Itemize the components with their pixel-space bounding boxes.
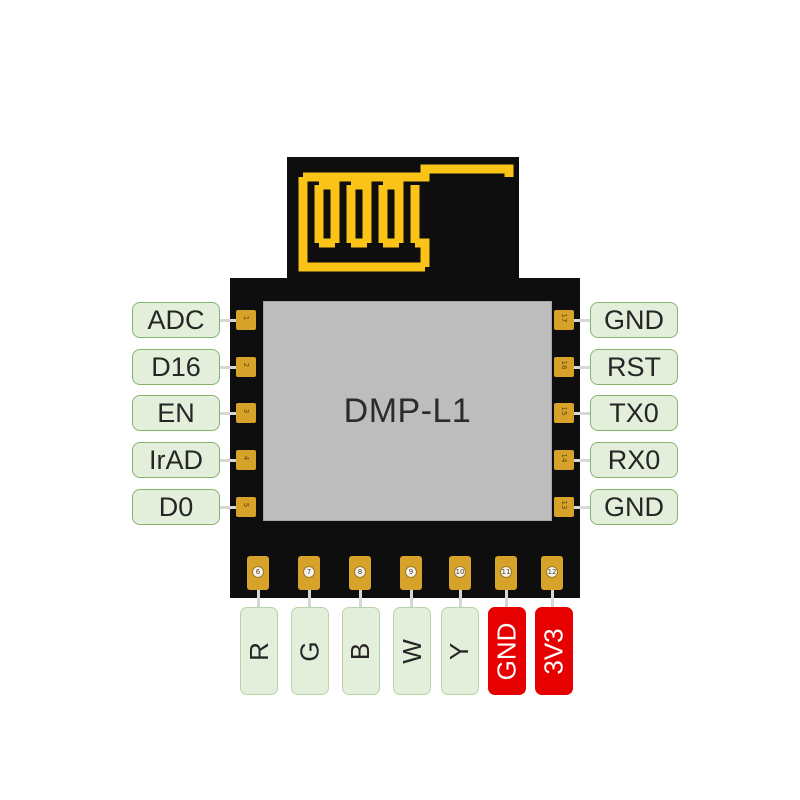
- pin-lead: [220, 412, 236, 415]
- pin-label-text: 3V3: [538, 627, 569, 675]
- pin-hole: [405, 566, 417, 578]
- pin-label-en: EN: [132, 395, 220, 431]
- pin-pad: 17: [554, 310, 574, 330]
- pin-pad: 2: [236, 357, 256, 377]
- pin-number: 6: [255, 568, 261, 576]
- pin-label-g: G: [291, 607, 329, 695]
- pin-number: 10: [455, 568, 465, 576]
- pin-label-d16: D16: [132, 349, 220, 385]
- pin-label-gnd-bottom: GND: [590, 489, 678, 525]
- pin-label-text: G: [294, 640, 325, 662]
- pin-lead: [220, 319, 236, 322]
- pin-label-text: EN: [157, 397, 195, 428]
- pin-hole: [354, 566, 366, 578]
- pin-number: 9: [408, 568, 414, 576]
- pin-label-text: GND: [491, 622, 522, 680]
- pin-pad: 14: [554, 450, 574, 470]
- pin-pad: 11: [495, 556, 517, 590]
- pin-lead: [410, 590, 413, 608]
- pin-pad: 15: [554, 403, 574, 423]
- pin-hole: [454, 566, 466, 578]
- antenna-meander-trace: [298, 164, 514, 272]
- pin-label-y: Y: [441, 607, 479, 695]
- pin-pad: 5: [236, 497, 256, 517]
- pin-number: 11: [501, 568, 511, 576]
- pin-number: 15: [560, 406, 568, 416]
- pin-hole: [252, 566, 264, 578]
- rf-shield: DMP-L1: [263, 301, 552, 521]
- pin-number: 14: [560, 453, 568, 463]
- pin-label-text: GND: [604, 491, 664, 522]
- pin-lead: [574, 506, 590, 509]
- pin-pad: 4: [236, 450, 256, 470]
- pin-hole: [546, 566, 558, 578]
- pin-label-text: TX0: [609, 397, 659, 428]
- pin-label-text: B: [345, 642, 376, 660]
- pin-label-adc: ADC: [132, 302, 220, 338]
- pin-number: 17: [560, 313, 568, 323]
- pin-number: 8: [357, 568, 363, 576]
- pin-pad: 8: [349, 556, 371, 590]
- pin-label-text: RX0: [607, 444, 661, 475]
- pin-lead: [359, 590, 362, 608]
- pin-label-text: D0: [158, 491, 194, 522]
- pin-number: 16: [560, 360, 568, 370]
- pin-number: 4: [242, 455, 250, 461]
- pin-number: 12: [547, 568, 557, 576]
- pin-lead: [574, 319, 590, 322]
- pin-label-w: W: [393, 607, 431, 695]
- pin-label-text: W: [396, 638, 427, 664]
- pin-hole: [303, 566, 315, 578]
- pcb-antenna-trace: [298, 164, 514, 272]
- pin-number: 13: [560, 500, 568, 510]
- pin-pad: 3: [236, 403, 256, 423]
- pin-label-text: GND: [604, 304, 664, 335]
- pin-label-text: ADC: [147, 304, 205, 335]
- pin-pad: 13: [554, 497, 574, 517]
- pin-label-text: Y: [444, 642, 475, 660]
- pin-number: 3: [242, 408, 250, 414]
- pin-lead: [574, 459, 590, 462]
- pin-number: 1: [242, 315, 250, 321]
- pin-number: 7: [306, 568, 312, 576]
- pin-label-gnd-top: GND: [590, 302, 678, 338]
- pin-lead: [574, 412, 590, 415]
- pin-pad: 12: [541, 556, 563, 590]
- pin-hole: [500, 566, 512, 578]
- pin-label-text: D16: [151, 351, 201, 382]
- pin-label-text: RST: [607, 351, 661, 382]
- pin-label-rx0: RX0: [590, 442, 678, 478]
- pin-lead: [308, 590, 311, 608]
- pin-pad: 1: [236, 310, 256, 330]
- pin-pad: 9: [400, 556, 422, 590]
- pin-lead: [459, 590, 462, 608]
- pin-pad: 10: [449, 556, 471, 590]
- pin-lead: [220, 459, 236, 462]
- pin-lead: [220, 506, 236, 509]
- pin-label-tx0: TX0: [590, 395, 678, 431]
- pin-number: 5: [242, 502, 250, 508]
- module-name: DMP-L1: [343, 391, 472, 430]
- pin-label-irad: IrAD: [132, 442, 220, 478]
- pin-lead: [257, 590, 260, 608]
- pin-label-d0: D0: [132, 489, 220, 525]
- pin-label-r: R: [240, 607, 278, 695]
- pin-label-text: R: [243, 641, 274, 661]
- pin-pad: 16: [554, 357, 574, 377]
- pin-pad: 6: [247, 556, 269, 590]
- pin-label-rst: RST: [590, 349, 678, 385]
- pin-number: 2: [242, 362, 250, 368]
- pin-label-text: IrAD: [149, 444, 203, 475]
- pin-lead: [574, 366, 590, 369]
- pin-label-b: B: [342, 607, 380, 695]
- pin-pad: 7: [298, 556, 320, 590]
- pin-lead: [220, 366, 236, 369]
- pin-lead: [551, 590, 554, 608]
- pin-label-3v3: 3V3: [535, 607, 573, 695]
- pin-lead: [505, 590, 508, 608]
- pin-label-gnd-power: GND: [488, 607, 526, 695]
